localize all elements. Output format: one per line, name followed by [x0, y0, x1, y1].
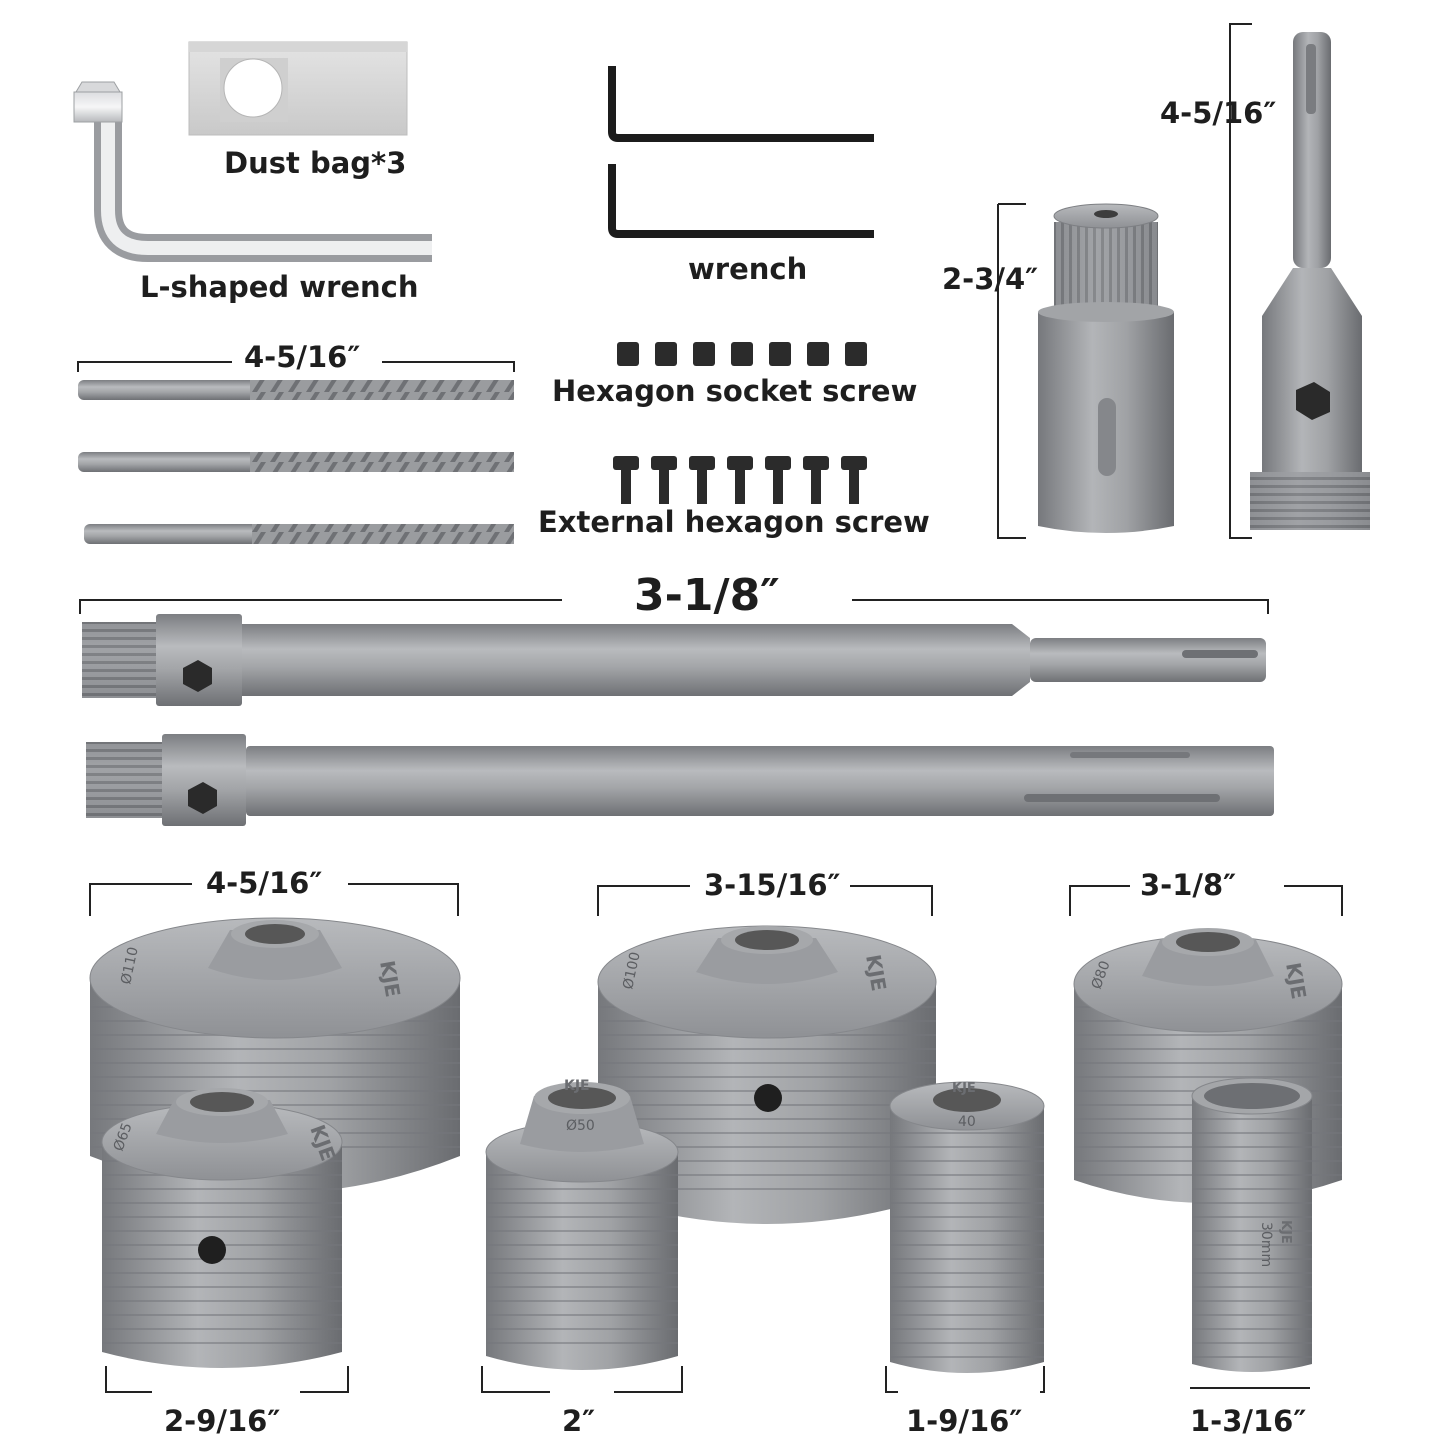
label-adapter-short-length: 2-3/4″	[942, 262, 1039, 296]
brand-mark-50: KJE	[564, 1078, 590, 1094]
extension-rod-straight	[86, 734, 1274, 826]
cutter-mark-110: Ø110	[118, 946, 141, 986]
cutter-mark-50: Ø50	[566, 1118, 595, 1134]
label-saw-110: 4-5/16″	[206, 866, 323, 900]
cutter-mark-30: 30mm	[1258, 1222, 1274, 1267]
l-shaped-wrench	[73, 81, 432, 262]
label-l-shaped-wrench: L-shaped wrench	[140, 270, 419, 304]
brand-mark-40: KJE	[952, 1081, 976, 1096]
cutter-engravings: Ø110 Ø100 Ø80 Ø65 Ø50 40 30mm	[111, 946, 1274, 1268]
brand-marks: KJE KJE KJE KJE KJE KJE KJE	[305, 953, 1311, 1244]
label-hexagon-socket-screw: Hexagon socket screw	[552, 374, 918, 408]
rod-dimension-line	[79, 599, 1269, 614]
label-saw-40: 1-9/16″	[906, 1404, 1023, 1438]
label-saw-65: 2-9/16″	[164, 1404, 281, 1438]
brand-mark-30: KJE	[1278, 1220, 1293, 1244]
cutter-mark-40: 40	[958, 1114, 976, 1130]
label-saw-80: 3-1/8″	[1140, 868, 1237, 902]
label-external-hexagon-screw: External hexagon screw	[538, 505, 930, 539]
pilot-drill-bits	[78, 380, 514, 544]
external-hexagon-screws	[613, 456, 867, 504]
label-sds-adapter-length: 4-5/16″	[1160, 96, 1277, 130]
extension-rod-sds	[82, 614, 1266, 706]
saw-dimension-lines	[89, 883, 1343, 1393]
hexagon-socket-screws	[617, 342, 867, 366]
sds-adapter	[1229, 23, 1370, 539]
hex-key-wrenches	[608, 66, 874, 238]
hole-saw-30	[1191, 1077, 1313, 1372]
label-saw-50: 2″	[562, 1404, 596, 1438]
dust-bag	[188, 41, 408, 136]
label-bit-length: 4-5/16″	[244, 340, 361, 374]
hole-saw-40	[889, 1081, 1045, 1373]
bit-dimension-line	[77, 361, 515, 372]
hole-saw-65	[101, 1088, 343, 1368]
label-wrench: wrench	[688, 252, 808, 286]
label-dust-bag: Dust bag*3	[224, 146, 407, 180]
hole-saw-50	[485, 1082, 679, 1370]
label-saw-100: 3-15/16″	[704, 868, 841, 902]
thread-adapter-short	[997, 203, 1174, 539]
cutter-mark-100: Ø100	[620, 951, 643, 991]
label-rod-length: 3-1/8″	[634, 570, 780, 621]
label-saw-30: 1-3/16″	[1190, 1404, 1307, 1438]
